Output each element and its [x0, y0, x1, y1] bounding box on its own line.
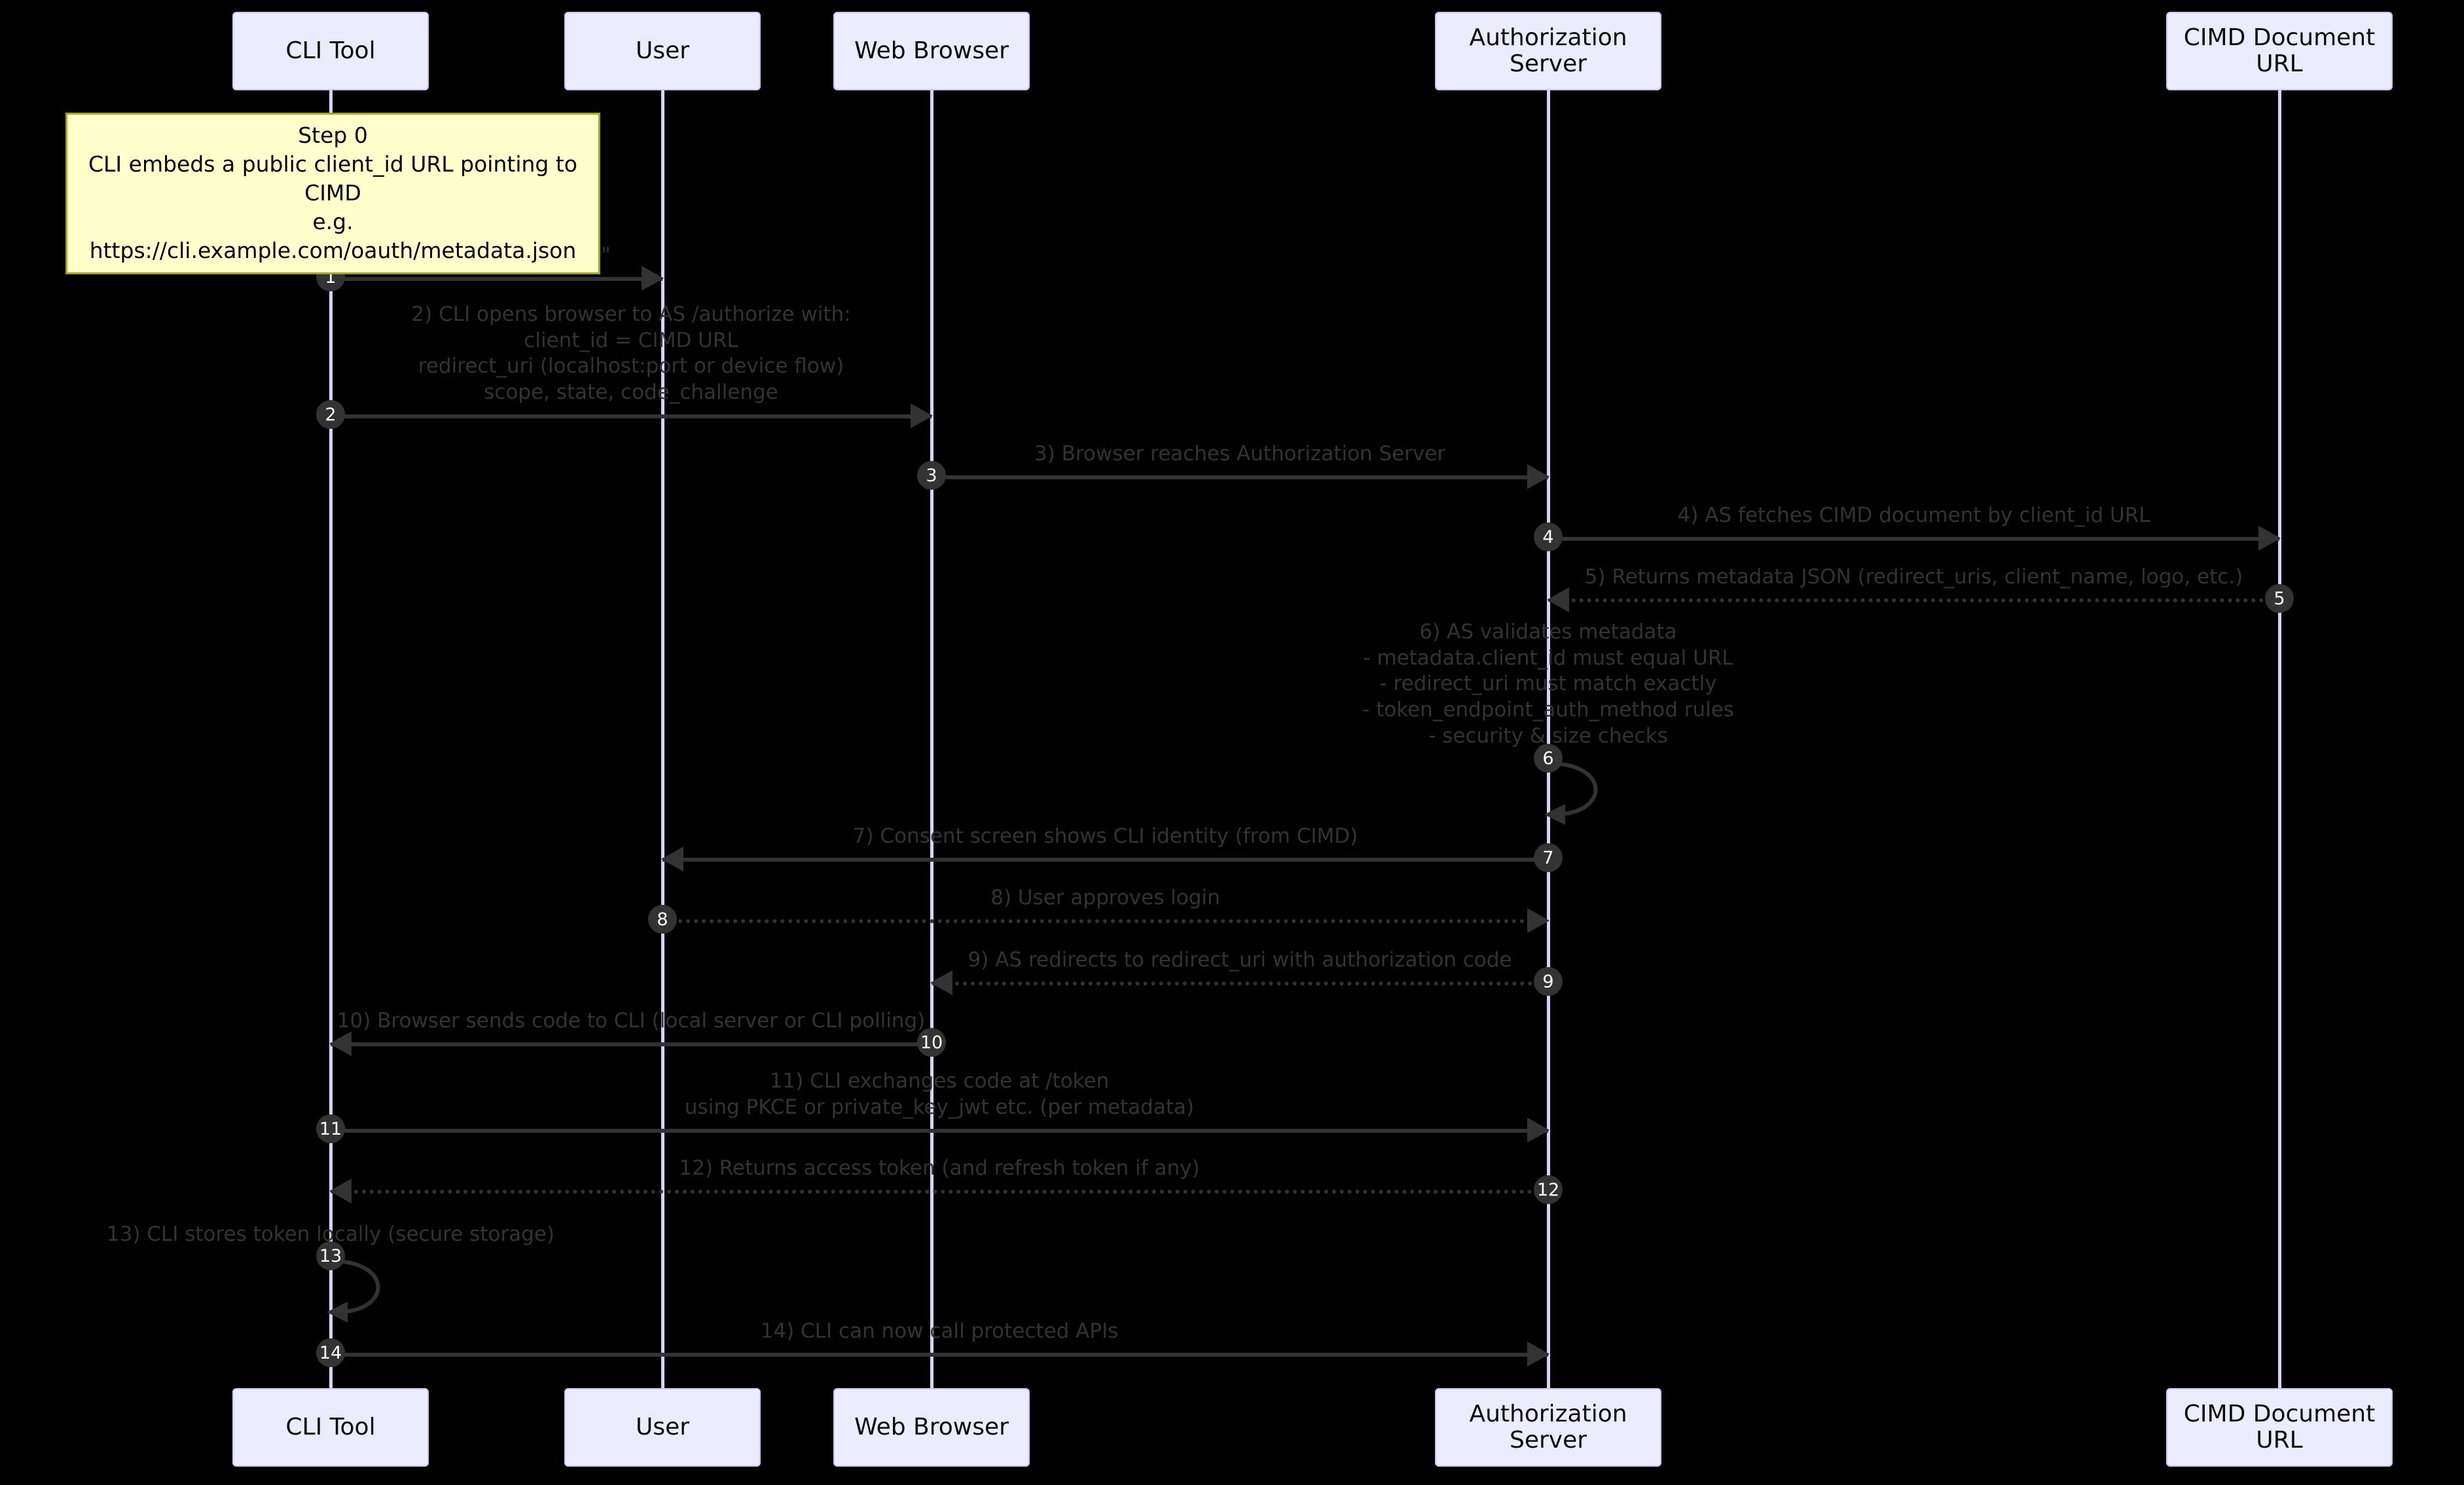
participant-label: CLI Tool — [285, 37, 376, 65]
participant-label: CLI Tool — [285, 1414, 376, 1441]
message-line — [331, 1353, 1548, 1357]
message-line — [662, 919, 1548, 923]
sequence-number-9: 9 — [1534, 967, 1563, 996]
message-line — [331, 1129, 1548, 1133]
arrowhead — [329, 1031, 352, 1056]
lifeline-browser — [930, 90, 933, 1388]
arrowhead — [329, 1179, 352, 1203]
arrowhead — [1547, 587, 1569, 612]
sequence-number-7: 7 — [1534, 843, 1563, 872]
sequence-number-6: 6 — [1534, 744, 1563, 773]
participant-browser-bottom[interactable]: Web Browser — [833, 1388, 1030, 1467]
participant-cli-top[interactable]: CLI Tool — [232, 12, 429, 90]
participant-label: Authorization Server — [1469, 24, 1627, 77]
arrowhead — [642, 266, 664, 291]
sequence-number-3: 3 — [917, 461, 946, 490]
message-line — [331, 414, 932, 418]
message-line — [1548, 537, 2279, 541]
participant-as-top[interactable]: Authorization Server — [1435, 12, 1661, 90]
participant-label: CIMD Document URL — [2183, 1401, 2376, 1454]
participant-cimd-top[interactable]: CIMD Document URL — [2166, 12, 2393, 90]
message-label-6: 6) AS validates metadata - metadata.clie… — [1362, 620, 1734, 748]
participant-cli-bottom[interactable]: CLI Tool — [232, 1388, 429, 1467]
arrowhead — [2258, 526, 2281, 551]
participant-cimd-bottom[interactable]: CIMD Document URL — [2166, 1388, 2393, 1467]
message-label-11: 11) CLI exchanges code at /token using P… — [684, 1069, 1195, 1119]
participant-label: Web Browser — [854, 1414, 1009, 1441]
arrowhead — [930, 970, 952, 995]
self-message-13 — [327, 1256, 422, 1328]
sequence-number-8: 8 — [648, 905, 677, 934]
message-line — [331, 277, 662, 281]
participant-label: CIMD Document URL — [2183, 24, 2376, 77]
lifeline-cimd — [2278, 90, 2281, 1388]
arrowhead — [911, 403, 933, 428]
participant-label: User — [635, 1414, 690, 1441]
note-step-0: Step 0 CLI embeds a public client_id URL… — [65, 113, 600, 275]
message-line — [331, 1042, 932, 1046]
sequence-number-10: 10 — [917, 1028, 946, 1057]
participant-user-top[interactable]: User — [564, 12, 761, 90]
arrowhead — [1527, 1118, 1549, 1143]
sequence-number-5: 5 — [2265, 584, 2294, 613]
participant-browser-top[interactable]: Web Browser — [833, 12, 1030, 90]
participant-label: Authorization Server — [1469, 1401, 1627, 1454]
sequence-number-2: 2 — [316, 400, 345, 429]
participant-label: User — [635, 37, 690, 65]
message-label-12: 12) Returns access token (and refresh to… — [679, 1156, 1200, 1180]
message-label-8: 8) User approves login — [990, 886, 1220, 909]
sequence-number-12: 12 — [1534, 1175, 1563, 1204]
message-line — [932, 475, 1548, 479]
sequence-number-11: 11 — [316, 1114, 345, 1143]
message-label-9: 9) AS redirects to redirect_uri with aut… — [968, 948, 1512, 972]
sequence-number-13: 13 — [316, 1241, 345, 1270]
participant-as-bottom[interactable]: Authorization Server — [1435, 1388, 1661, 1467]
self-message-6 — [1544, 758, 1640, 830]
sequence-number-14: 14 — [316, 1338, 345, 1367]
message-label-4: 4) AS fetches CIMD document by client_id… — [1677, 504, 2150, 527]
message-label-3: 3) Browser reaches Authorization Server — [1034, 442, 1446, 466]
message-line — [932, 981, 1548, 985]
message-line — [1548, 598, 2279, 602]
message-line — [331, 1190, 1548, 1194]
participant-user-bottom[interactable]: User — [564, 1388, 761, 1467]
message-line — [662, 858, 1548, 862]
message-label-7: 7) Consent screen shows CLI identity (fr… — [852, 824, 1358, 848]
arrowhead — [1527, 1342, 1549, 1366]
participant-label: Web Browser — [854, 37, 1009, 65]
sequence-number-4: 4 — [1534, 522, 1563, 551]
message-label-5: 5) Returns metadata JSON (redirect_uris,… — [1584, 565, 2243, 589]
lifeline-user — [661, 90, 664, 1388]
lifeline-as — [1547, 90, 1550, 1388]
arrowhead — [1527, 464, 1549, 489]
lifeline-cli — [329, 90, 333, 1388]
arrowhead — [661, 847, 683, 871]
arrowhead — [1527, 908, 1549, 933]
message-label-2: 2) CLI opens browser to AS /authorize wi… — [411, 302, 851, 405]
message-label-10: 10) Browser sends code to CLI (local ser… — [336, 1009, 926, 1033]
message-label-14: 14) CLI can now call protected APIs — [760, 1319, 1119, 1343]
